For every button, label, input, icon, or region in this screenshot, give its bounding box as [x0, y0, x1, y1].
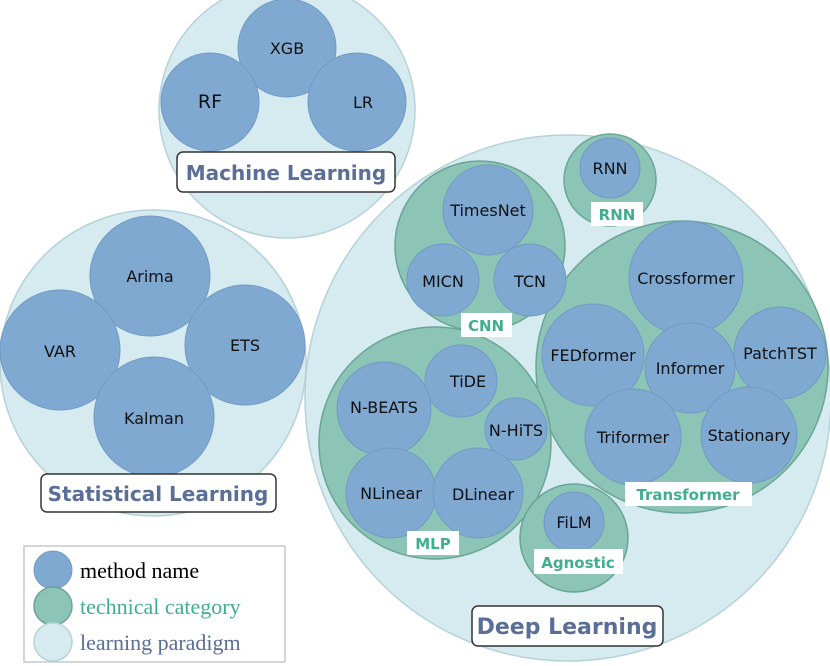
transformer-category-label-box: [625, 482, 752, 506]
deep-learning-label: Deep Learning: [477, 615, 658, 640]
method-xgb-label: XGB: [270, 39, 304, 58]
method-dlinear-circle: [432, 447, 524, 539]
method-nhits-circle: [484, 397, 548, 461]
method-informer-circle: [644, 322, 736, 414]
method-lr-circle: [307, 52, 407, 152]
method-arima-label: Arima: [126, 267, 173, 286]
method-tcn-label: TCN: [513, 272, 546, 291]
agnostic-category-label-box: [534, 549, 623, 574]
method-ets-circle: [184, 284, 306, 406]
method-patchtst-label: PatchTST: [743, 344, 817, 363]
method-kalman-label: Kalman: [124, 409, 184, 428]
cnn-category-label-box: [461, 313, 512, 337]
method-timesnet-label: TimesNet: [449, 201, 526, 220]
method-rnn-label: RNN: [592, 159, 627, 178]
method-xgb-circle: [237, 0, 337, 98]
mlp-category-label: MLP: [415, 535, 450, 553]
agnostic-category-label: Agnostic: [541, 554, 614, 572]
machine-learning-label: Machine Learning: [186, 161, 386, 185]
legend-method-swatch: [33, 550, 73, 590]
method-var-label: VAR: [44, 342, 76, 361]
rnn-category-label: RNN: [599, 206, 636, 224]
legend-category-label: technical category: [80, 594, 241, 619]
method-crossformer-label: Crossformer: [637, 269, 735, 288]
legend-paradigm-swatch: [33, 622, 73, 662]
method-micn-circle: [406, 243, 480, 317]
method-arima-circle: [89, 215, 211, 337]
cnn-category-label: CNN: [468, 317, 504, 335]
method-tide-label: TiDE: [449, 372, 486, 391]
legend-category-swatch: [33, 586, 73, 626]
statistical-learning-label: Statistical Learning: [48, 482, 269, 506]
method-informer-label: Informer: [656, 359, 725, 378]
legend-paradigm-label: learning paradigm: [80, 630, 241, 655]
method-var-circle: [0, 289, 121, 411]
method-rf-label: RF: [198, 91, 222, 113]
legend-method-label: method name: [80, 558, 199, 583]
deep-learning-label-box: [471, 605, 664, 647]
method-dlinear-label: DLinear: [452, 485, 514, 504]
method-fedformer-label: FEDformer: [550, 346, 636, 365]
method-nhits-label: N-HiTS: [489, 421, 543, 440]
method-lr-label: LR: [353, 93, 373, 112]
method-tide-circle: [424, 344, 498, 418]
method-triformer-label: Triformer: [596, 428, 670, 447]
method-ets-label: ETS: [230, 336, 260, 355]
method-nlinear-label: NLinear: [360, 484, 422, 503]
transformer-category-label: Transformer: [636, 486, 740, 504]
machine-learning-label-box: [176, 151, 396, 193]
method-tcn-circle: [493, 243, 567, 317]
method-stationary-label: Stationary: [708, 426, 791, 445]
method-rnn-circle: [579, 137, 641, 199]
method-micn-label: MICN: [422, 272, 464, 291]
statistical-learning-label-box: [40, 473, 277, 513]
method-film-label: FiLM: [556, 513, 591, 532]
method-rf-circle: [160, 52, 260, 152]
method-nbeats-label: N-BEATS: [350, 398, 418, 417]
rnn-category-label-box: [591, 202, 643, 226]
mlp-category-label-box: [407, 531, 459, 555]
method-fedformer-circle: [541, 303, 645, 407]
method-timesnet-circle: [442, 164, 534, 256]
